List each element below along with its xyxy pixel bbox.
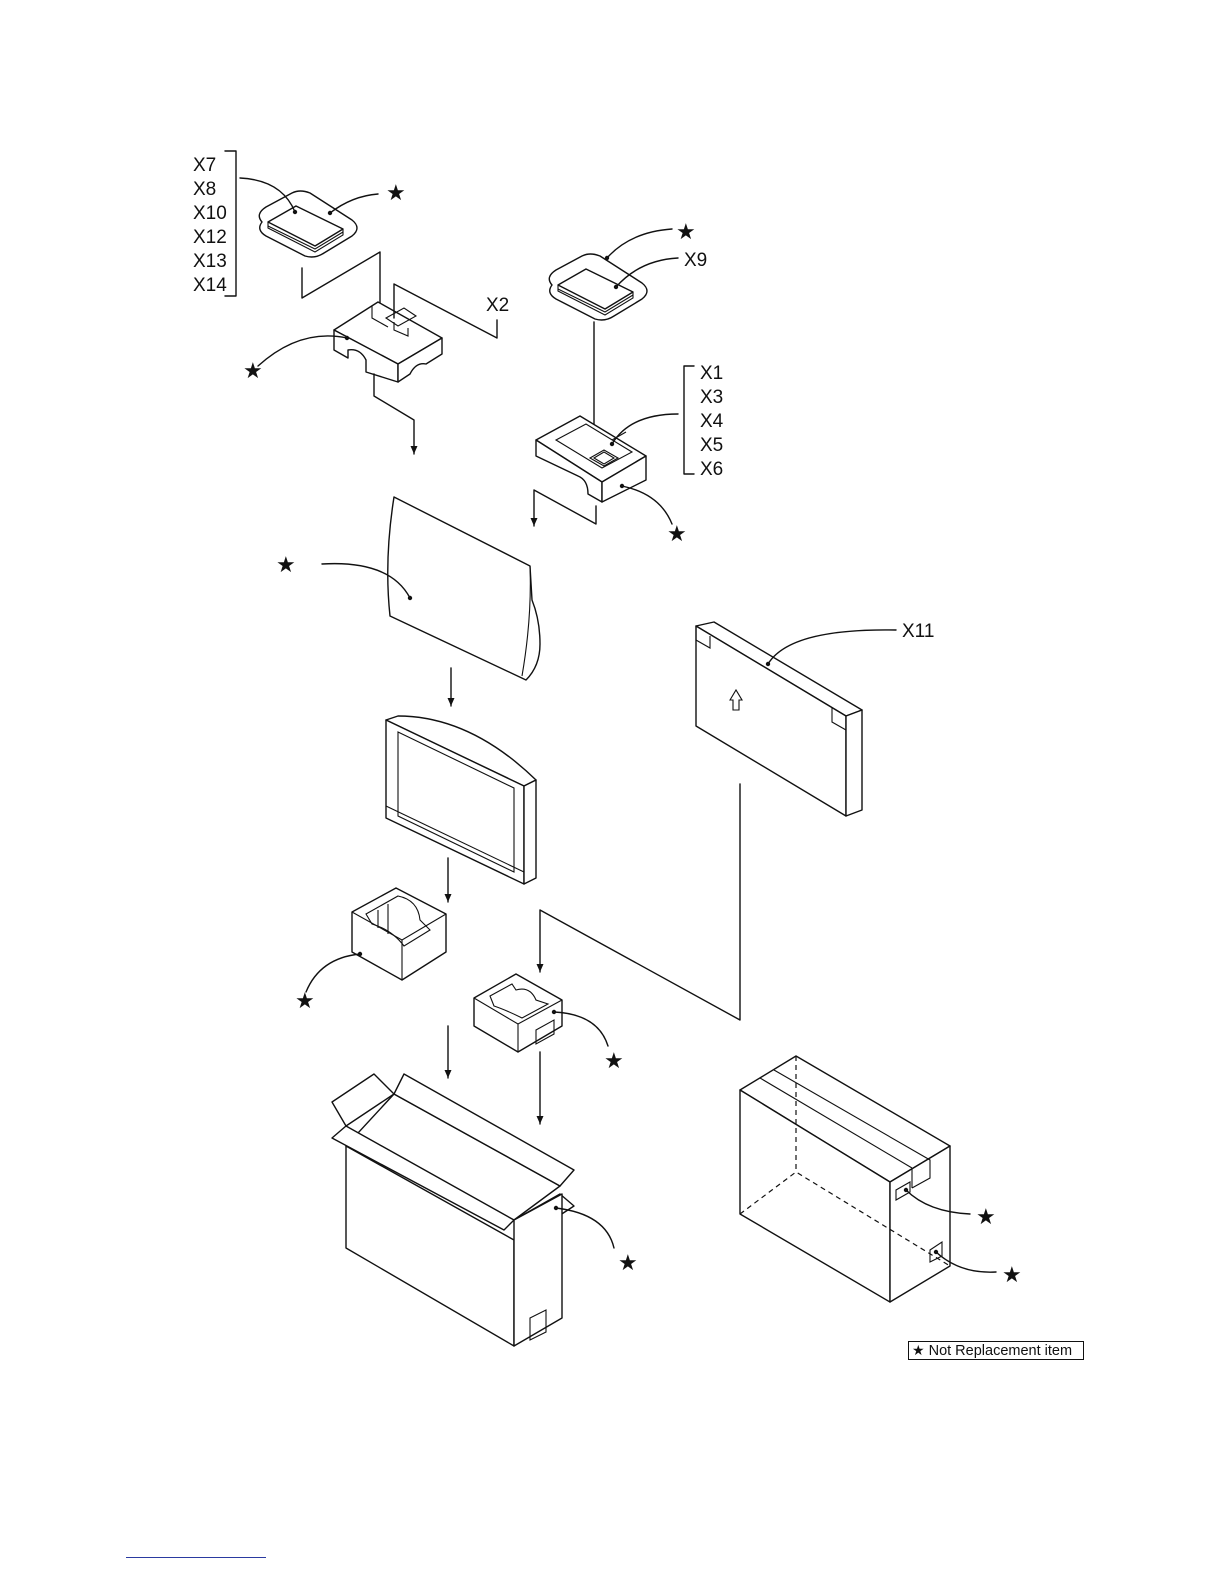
left-top-cushion: [258, 302, 442, 382]
closed-carton: [740, 1056, 996, 1302]
star-marker-bag-right: ★: [676, 220, 696, 245]
left-bottom-cushion: [306, 888, 446, 992]
label-x6: X6: [700, 459, 723, 480]
label-x8: X8: [193, 179, 216, 200]
star-marker-bag-left: ★: [386, 181, 406, 206]
label-x3: X3: [700, 387, 723, 408]
label-x10: X10: [193, 203, 227, 224]
label-x11: X11: [902, 621, 934, 642]
left-accessory-group: X7 X8 X10 X12 X13 X14 ★: [193, 151, 509, 454]
label-x5: X5: [700, 435, 723, 456]
x11-panel: [696, 622, 896, 816]
footer-rule: [126, 1557, 266, 1558]
protective-bag: [322, 497, 540, 680]
label-x9: X9: [684, 250, 707, 271]
accessory-bag-left: [240, 178, 378, 257]
tv-set: [386, 716, 536, 884]
open-carton: [332, 1074, 614, 1346]
label-x14: X14: [193, 275, 227, 296]
right-accessory-group: ★ X9 X1 X3 X4 X5 X6 ★: [534, 220, 724, 547]
label-x4: X4: [700, 411, 724, 432]
legend-star-icon: ★: [912, 1343, 925, 1359]
label-x2: X2: [486, 295, 509, 316]
label-x1: X1: [700, 363, 723, 384]
star-marker-bag: ★: [276, 553, 296, 578]
star-marker-right-cushion: ★: [667, 522, 687, 547]
star-marker-left-bottom: ★: [295, 989, 315, 1014]
star-marker-carton-closed-upper: ★: [976, 1205, 996, 1230]
legend-not-replacement: ★ Not Replacement item: [908, 1341, 1084, 1360]
legend-text: Not Replacement item: [929, 1343, 1072, 1359]
right-bottom-cushion: [474, 974, 608, 1052]
right-top-cushion: [536, 414, 678, 524]
star-marker-carton-closed-lower: ★: [1002, 1263, 1022, 1288]
star-marker-right-bottom: ★: [604, 1049, 624, 1074]
star-marker-left-cushion: ★: [243, 359, 263, 384]
label-x12: X12: [193, 227, 227, 248]
label-x7: X7: [193, 155, 216, 176]
star-marker-carton: ★: [618, 1251, 638, 1276]
accessory-bag-right: [549, 229, 678, 320]
label-x13: X13: [193, 251, 227, 272]
